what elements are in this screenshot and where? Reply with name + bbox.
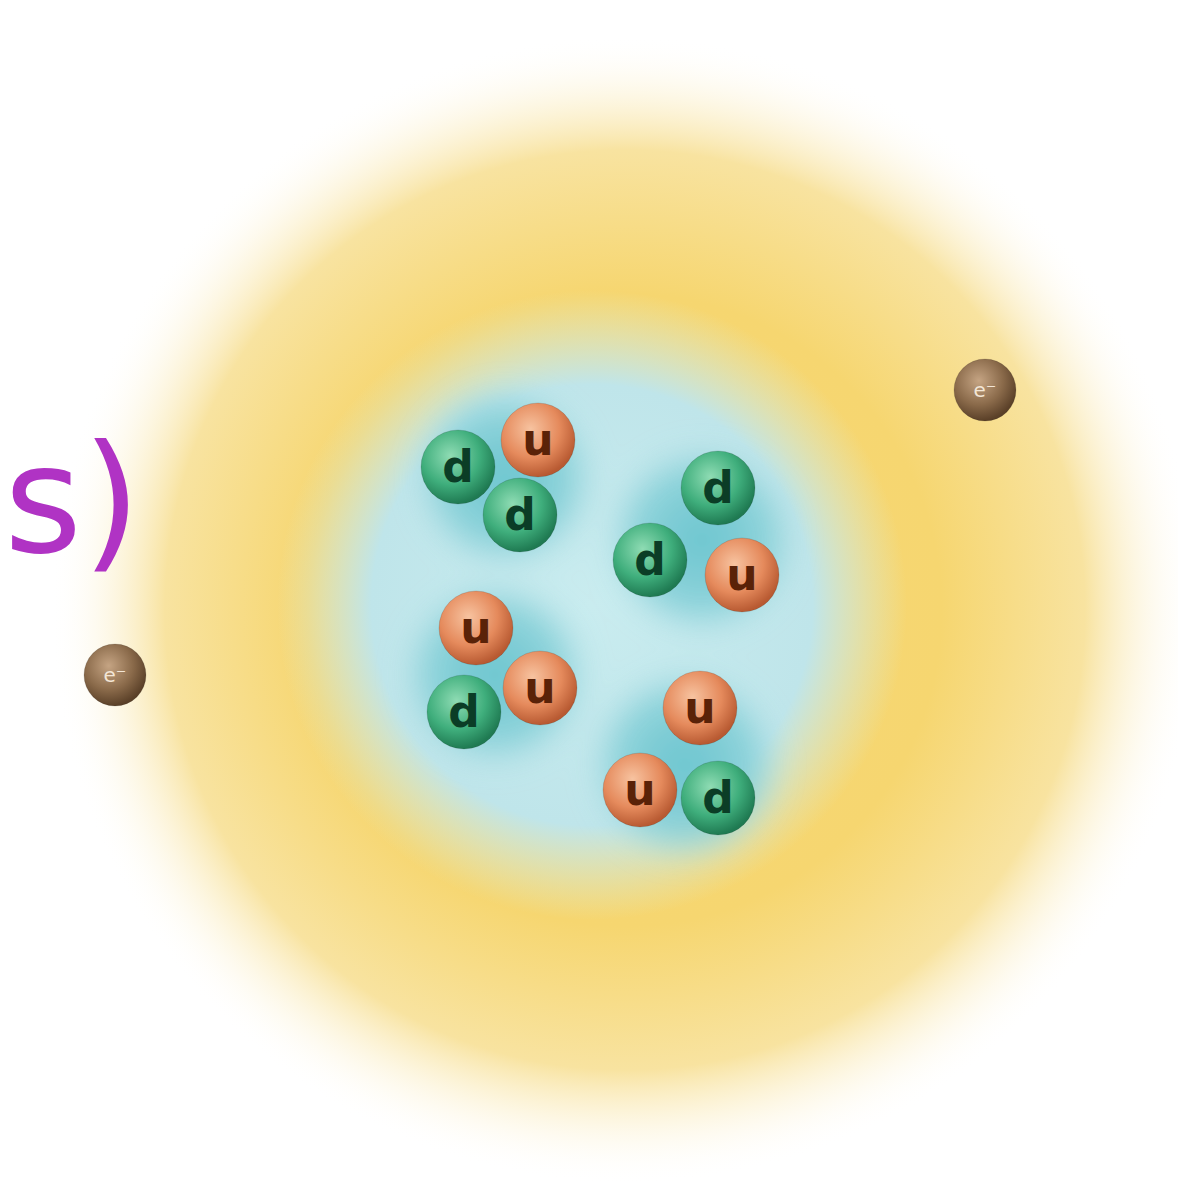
up-quark-circle: u <box>602 752 678 828</box>
electron-circle: e⁻ <box>83 643 147 707</box>
up-quark-circle: u <box>438 590 514 666</box>
down-quark-circle: d <box>420 429 496 505</box>
quark-label: u <box>726 553 757 597</box>
down-quark-circle: d <box>680 450 756 526</box>
down-quark-circle: d <box>680 760 756 836</box>
down-quark-circle: d <box>426 674 502 750</box>
up-quark-circle: u <box>502 650 578 726</box>
quark-label: u <box>522 418 553 462</box>
quark-label: d <box>702 776 734 820</box>
quark-label: d <box>442 445 474 489</box>
quark-label: u <box>524 666 555 710</box>
electron-circle: e⁻ <box>953 358 1017 422</box>
up-quark-circle: u <box>662 670 738 746</box>
up-quark-circle: u <box>704 537 780 613</box>
quark-label: u <box>460 606 491 650</box>
electron-label: e⁻ <box>974 380 997 400</box>
quark-label: u <box>684 686 715 730</box>
down-quark-circle: d <box>612 522 688 598</box>
quark-label: u <box>624 768 655 812</box>
quark-label: d <box>634 538 666 582</box>
partial-heading: s) <box>4 425 141 575</box>
quark-label: d <box>702 466 734 510</box>
electron-label: e⁻ <box>104 665 127 685</box>
quark-label: d <box>448 690 480 734</box>
down-quark-circle: d <box>482 477 558 553</box>
quark-label: d <box>504 493 536 537</box>
up-quark-circle: u <box>500 402 576 478</box>
